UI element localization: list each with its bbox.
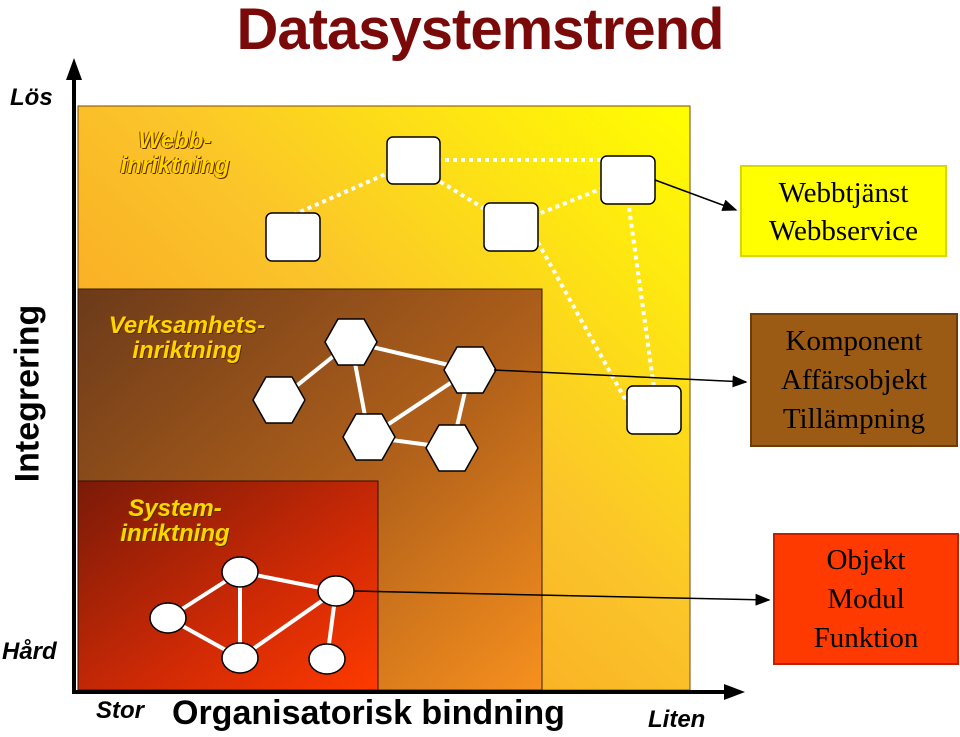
callout-webb: Webbtjänst Webbservice — [740, 165, 947, 257]
system-node — [317, 575, 355, 607]
zone-label-verksamhet: Verksamhets- inriktning — [92, 313, 282, 363]
verksamhet-node — [324, 318, 378, 366]
arrow-objekt — [353, 590, 771, 606]
zone-label-line: Webb- — [138, 127, 212, 154]
system-node — [149, 602, 187, 634]
callout-line: Webbservice — [768, 215, 919, 247]
callout-objekt: Objekt Modul Funktion — [773, 533, 959, 665]
callout-line: Affärsobjekt — [780, 364, 928, 396]
zone-label-line: inriktning — [120, 520, 230, 547]
webb-node — [265, 212, 321, 262]
zone-label-line: Verksamhets- — [108, 312, 266, 339]
verksamhet-network-nodes — [252, 318, 497, 472]
callout-line: Webbtjänst — [778, 177, 909, 209]
verksamhet-node — [425, 424, 479, 472]
callout-line: Komponent — [785, 325, 923, 357]
system-node — [221, 556, 259, 588]
arrow-komponent — [493, 369, 748, 388]
y-axis-bottom-label: Hård — [2, 638, 57, 665]
x-axis-left-label: Stor — [96, 697, 144, 724]
webb-node — [600, 155, 656, 205]
y-axis-top-label: Lös — [10, 84, 53, 111]
zone-label-line: inriktning — [132, 337, 242, 364]
system-node — [308, 643, 346, 675]
system-network-nodes — [149, 556, 355, 675]
y-axis-arrow — [66, 58, 82, 80]
y-axis-title: Integrering — [8, 304, 47, 483]
zone-label-webb: Webb- inriktning — [100, 128, 250, 178]
x-axis-right-label: Liten — [648, 706, 706, 733]
callout-line: Funktion — [813, 622, 919, 654]
verksamhet-node — [252, 376, 306, 424]
webb-node — [483, 202, 539, 252]
x-axis-title: Organisatorisk bindning — [172, 694, 565, 732]
webb-node — [626, 385, 682, 435]
system-node — [221, 642, 259, 674]
arrow-webb — [654, 179, 738, 211]
callout-line: Tillämpning — [782, 403, 926, 435]
callout-line: Objekt — [826, 544, 906, 576]
zone-label-system: System- inriktning — [100, 496, 250, 546]
zone-label-line: System- — [128, 495, 222, 522]
x-axis-arrow — [724, 684, 745, 700]
verksamhet-node — [342, 413, 396, 461]
callout-line: Modul — [827, 583, 905, 615]
zone-label-line: inriktning — [120, 152, 230, 179]
callout-komponent: Komponent Affärsobjekt Tillämpning — [750, 313, 958, 447]
webb-node — [386, 136, 441, 185]
webb-network-nodes — [265, 136, 682, 435]
page-title: Datasystemstrend — [236, 0, 725, 62]
